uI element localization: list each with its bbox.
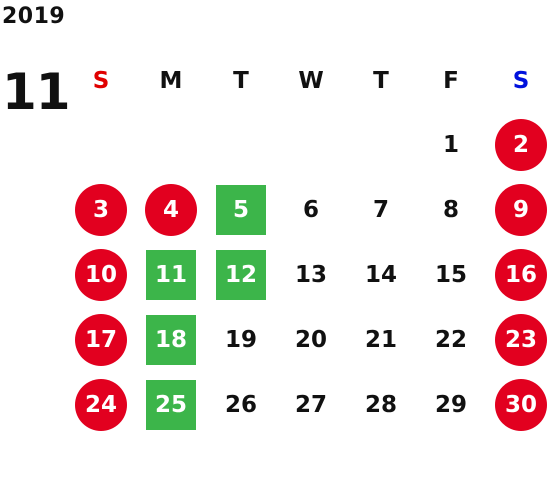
calendar-day-cell <box>136 112 206 177</box>
calendar-day-cell: 23 <box>486 307 548 372</box>
calendar-day-cell: 17 <box>66 307 136 372</box>
weekday-header-row: S M T W T F S <box>66 50 548 112</box>
calendar-day[interactable]: 20 <box>294 326 327 353</box>
calendar-day-cell: 3 <box>66 177 136 242</box>
calendar-week-row: 24 25 26 27 28 29 30 <box>66 372 548 437</box>
calendar-day[interactable]: 22 <box>434 326 467 353</box>
calendar-day-cell: 11 <box>136 242 206 307</box>
calendar-day[interactable]: 29 <box>434 391 467 418</box>
calendar-day[interactable]: 7 <box>372 196 389 223</box>
calendar-day[interactable]: 8 <box>442 196 459 223</box>
calendar-day-cell: 1 <box>416 112 486 177</box>
highlighted-day[interactable]: 5 <box>216 184 266 235</box>
calendar-day-cell <box>206 112 276 177</box>
calendar-day[interactable]: 27 <box>294 391 327 418</box>
calendar-day-cell: 15 <box>416 242 486 307</box>
calendar-day[interactable]: 15 <box>434 261 467 288</box>
calendar-day-cell: 20 <box>276 307 346 372</box>
calendar-day-cell: 6 <box>276 177 346 242</box>
highlighted-day[interactable]: 18 <box>146 314 196 365</box>
weekday-header-fri: F <box>443 68 459 94</box>
highlighted-day[interactable]: 12 <box>216 249 266 300</box>
weekday-header-sat: S <box>512 68 530 94</box>
calendar-day-cell: 10 <box>66 242 136 307</box>
calendar-week-row: 17 18 19 20 21 22 23 <box>66 307 548 372</box>
calendar-day-cell: 2 <box>486 112 548 177</box>
calendar-day-cell: 8 <box>416 177 486 242</box>
calendar-day-cell: 28 <box>346 372 416 437</box>
highlighted-day[interactable]: 11 <box>146 249 196 300</box>
calendar-month: 11 <box>2 63 71 121</box>
holiday-day[interactable]: 3 <box>75 183 127 236</box>
calendar-day[interactable]: 28 <box>364 391 397 418</box>
calendar-day-cell: 9 <box>486 177 548 242</box>
calendar-day-cell: 30 <box>486 372 548 437</box>
weekday-header-wed: W <box>298 68 324 94</box>
calendar-day[interactable]: 1 <box>442 131 459 158</box>
calendar-day[interactable]: 6 <box>302 196 319 223</box>
holiday-day[interactable]: 16 <box>495 248 547 301</box>
holiday-day[interactable]: 23 <box>495 313 547 366</box>
calendar-day[interactable]: 21 <box>364 326 397 353</box>
calendar-day[interactable]: 13 <box>294 261 327 288</box>
calendar-day-cell <box>346 112 416 177</box>
holiday-day[interactable]: 10 <box>75 248 127 301</box>
weekday-header-sun: S <box>92 68 110 94</box>
calendar-week-row: 10 11 12 13 14 15 16 <box>66 242 548 307</box>
calendar-day-cell <box>66 112 136 177</box>
calendar-day-cell: 4 <box>136 177 206 242</box>
holiday-day[interactable]: 2 <box>495 118 547 171</box>
calendar-day-cell: 24 <box>66 372 136 437</box>
calendar-day-cell <box>276 112 346 177</box>
holiday-day[interactable]: 30 <box>495 378 547 431</box>
calendar-day-cell: 5 <box>206 177 276 242</box>
calendar-day-cell: 25 <box>136 372 206 437</box>
calendar-day-cell: 19 <box>206 307 276 372</box>
holiday-day[interactable]: 4 <box>145 183 197 236</box>
calendar-day[interactable]: 26 <box>224 391 257 418</box>
holiday-day[interactable]: 17 <box>75 313 127 366</box>
calendar-day-cell: 14 <box>346 242 416 307</box>
holiday-day[interactable]: 24 <box>75 378 127 431</box>
calendar-day-cell: 7 <box>346 177 416 242</box>
calendar-day-cell: 26 <box>206 372 276 437</box>
weekday-header-thu: T <box>373 68 389 94</box>
calendar-day-cell: 21 <box>346 307 416 372</box>
calendar-day-cell: 27 <box>276 372 346 437</box>
calendar-day-cell: 22 <box>416 307 486 372</box>
calendar-day-cell: 29 <box>416 372 486 437</box>
calendar-year: 2019 <box>2 4 66 29</box>
holiday-day[interactable]: 9 <box>495 183 547 236</box>
calendar-day[interactable]: 14 <box>364 261 397 288</box>
weekday-header-mon: M <box>159 68 183 94</box>
weekday-header-tue: T <box>233 68 249 94</box>
highlighted-day[interactable]: 25 <box>146 379 196 430</box>
calendar-day-cell: 18 <box>136 307 206 372</box>
calendar-day-cell: 13 <box>276 242 346 307</box>
calendar-day-cell: 12 <box>206 242 276 307</box>
calendar-day[interactable]: 19 <box>224 326 257 353</box>
calendar-day-cell: 16 <box>486 242 548 307</box>
